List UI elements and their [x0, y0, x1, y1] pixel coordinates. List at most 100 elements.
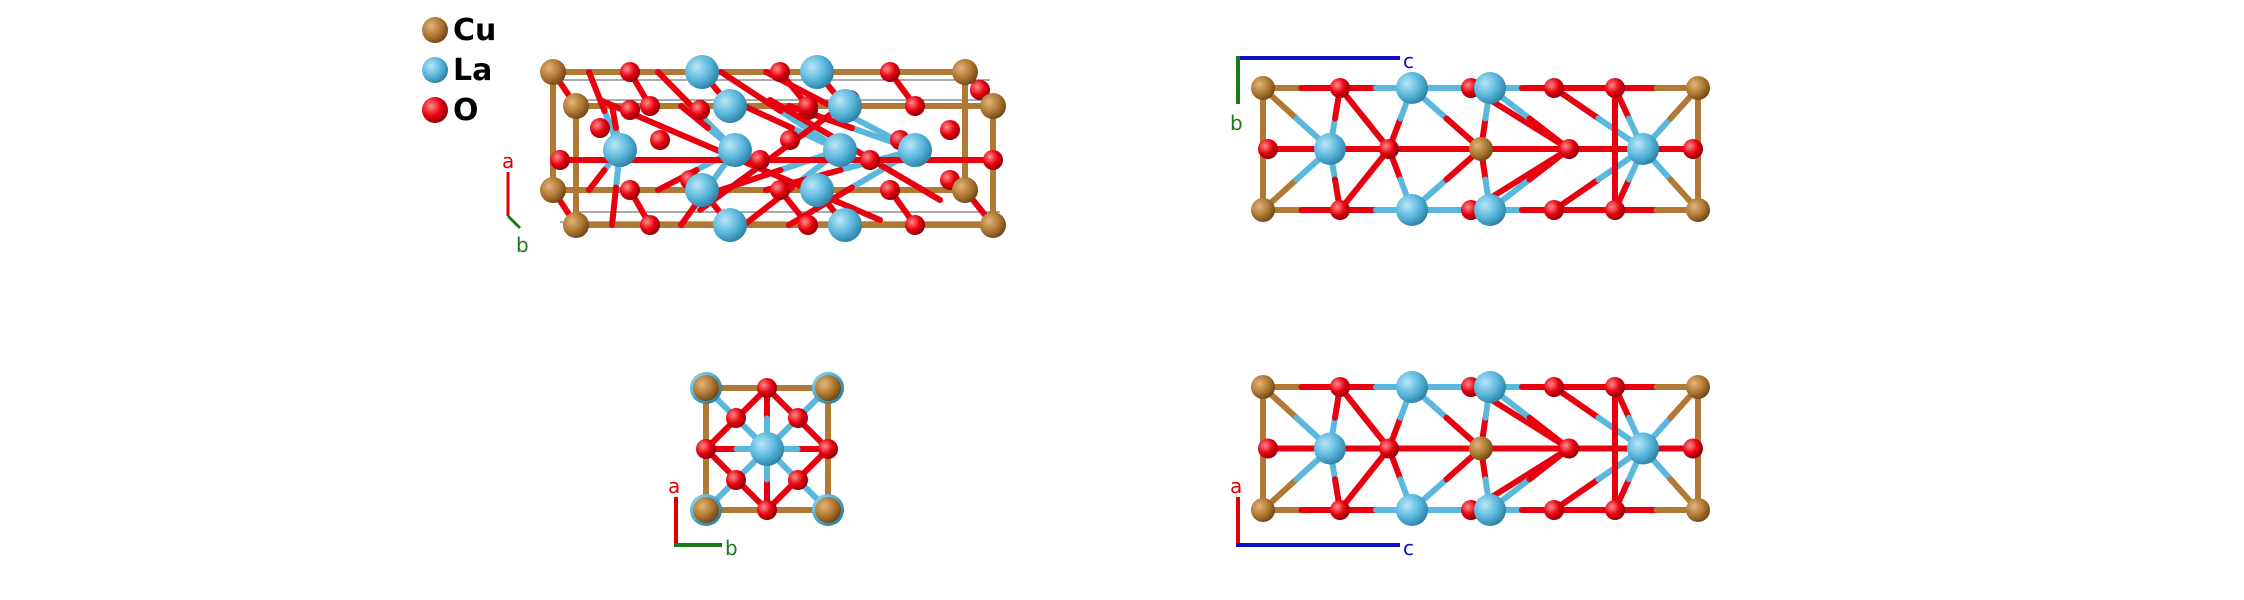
- o-atom: [757, 500, 777, 520]
- o-atom: [1379, 139, 1399, 159]
- perspective-view-panel: a b: [502, 55, 1006, 257]
- o-atom: [983, 150, 1003, 170]
- o-atom: [1544, 377, 1564, 397]
- perspective-atoms: [540, 55, 1006, 242]
- cu-atom: [1469, 436, 1493, 461]
- legend: Cu La O: [422, 13, 496, 128]
- legend-label-o: O: [453, 93, 479, 128]
- o-atom: [1605, 500, 1625, 520]
- bond: [718, 69, 784, 114]
- la-atom: [828, 89, 862, 123]
- bond: [609, 184, 619, 228]
- la-atom: [603, 133, 637, 167]
- o-atom: [1330, 78, 1350, 98]
- o-atom: [1330, 200, 1350, 220]
- cu-atom: [1686, 198, 1710, 222]
- bond: [741, 103, 795, 131]
- la-atom: [1396, 371, 1428, 403]
- ab-view-axes: a b: [668, 474, 738, 560]
- ab-view-panel: a b: [668, 372, 844, 560]
- legend-label-la: La: [453, 53, 492, 88]
- cu-atom: [952, 177, 978, 203]
- o-atom: [860, 150, 880, 170]
- cu-atom: [1686, 498, 1710, 522]
- o-atom: [1330, 500, 1350, 520]
- bond: [609, 103, 619, 131]
- cu-atom: [980, 93, 1006, 119]
- cu-atom-icon: [422, 17, 448, 43]
- bc-view-axes: c b: [1230, 49, 1414, 135]
- bond: [586, 69, 608, 114]
- o-atom: [690, 100, 710, 120]
- la-atom: [800, 173, 834, 207]
- la-atom: [718, 133, 752, 167]
- legend-label-cu: Cu: [453, 13, 496, 48]
- ac-view-panel: a c: [1230, 371, 1710, 560]
- bc-view-panel: c b: [1230, 49, 1710, 226]
- la-atom: [898, 133, 932, 167]
- o-atom: [788, 470, 808, 490]
- o-atom: [905, 215, 925, 235]
- cu-atom: [815, 375, 841, 401]
- axis-label-c: c: [1403, 49, 1414, 73]
- o-atom: [1683, 139, 1703, 159]
- axis-label-c: c: [1403, 536, 1414, 560]
- o-atom: [1330, 377, 1350, 397]
- o-atom: [1258, 438, 1278, 459]
- o-atom: [757, 378, 777, 398]
- o-atom: [726, 408, 746, 428]
- o-atom: [970, 80, 990, 100]
- o-atom: [780, 130, 800, 150]
- o-atom: [905, 96, 925, 116]
- la-atom: [713, 208, 747, 242]
- o-atom-icon: [422, 97, 448, 123]
- cu-atom: [1469, 137, 1493, 161]
- la-atom: [685, 173, 719, 207]
- axis-label-b: b: [1230, 111, 1243, 135]
- la-atom: [750, 432, 784, 466]
- o-atom: [590, 118, 610, 138]
- o-atom: [696, 439, 716, 459]
- cu-atom: [540, 177, 566, 203]
- axis-label-b: b: [725, 536, 738, 560]
- cu-atom: [1251, 198, 1275, 222]
- la-atom: [1396, 72, 1428, 104]
- o-atom: [1683, 438, 1703, 459]
- o-atom: [880, 62, 900, 82]
- la-atom: [685, 55, 719, 89]
- o-atom: [788, 408, 808, 428]
- la-atom: [823, 133, 857, 167]
- la-atom: [1474, 371, 1506, 403]
- la-atom: [1314, 432, 1346, 465]
- la-atom: [1474, 194, 1506, 226]
- bond: [655, 69, 700, 114]
- cu-atom: [563, 93, 589, 119]
- o-atom: [770, 62, 790, 82]
- la-atom: [1314, 133, 1346, 165]
- o-atom: [880, 180, 900, 200]
- cu-atom: [1251, 76, 1275, 100]
- cu-atom: [952, 59, 978, 85]
- axis-label-b: b: [516, 233, 529, 257]
- cu-atom: [540, 59, 566, 85]
- o-atom: [940, 120, 960, 140]
- ac-view-axes: a c: [1230, 474, 1414, 560]
- o-atom: [798, 96, 818, 116]
- o-atom: [640, 96, 660, 116]
- o-atom: [1544, 500, 1564, 520]
- la-atom: [1396, 194, 1428, 226]
- cu-atom: [1251, 498, 1275, 522]
- la-atom: [800, 55, 834, 89]
- bc-view-atoms: [1251, 72, 1710, 226]
- o-atom: [770, 180, 790, 200]
- legend-item-cu: Cu: [422, 13, 496, 48]
- cu-atom: [1686, 76, 1710, 100]
- o-atom: [1559, 139, 1579, 159]
- o-atom: [1379, 438, 1399, 459]
- la-atom: [1627, 432, 1659, 465]
- axis-label-a: a: [1230, 474, 1242, 498]
- bond: [586, 167, 608, 193]
- cu-atom: [815, 497, 841, 523]
- la-atom: [1627, 133, 1659, 165]
